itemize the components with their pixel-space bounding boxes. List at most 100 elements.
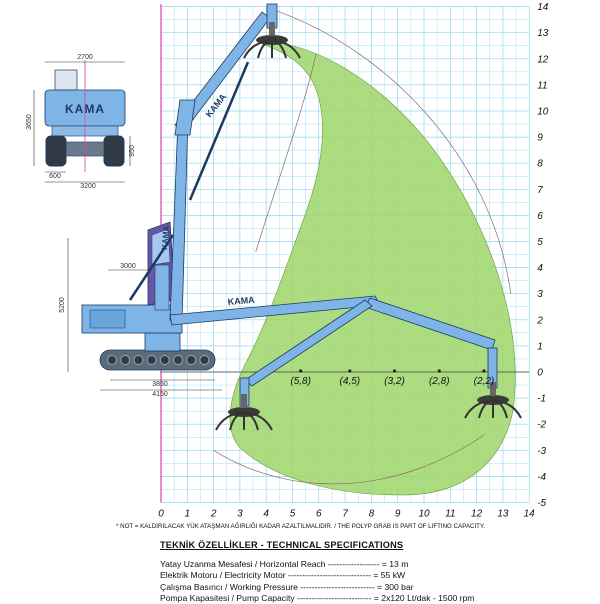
spec-row-pump-capacity: Pompa Kapasitesi / Pump Capacity -------… xyxy=(160,592,475,603)
x-tick-label: 10 xyxy=(418,509,430,520)
raised-polyp-grab xyxy=(243,22,301,59)
cabin-window xyxy=(151,228,171,266)
track-roller xyxy=(159,355,170,365)
capacity-label: (3,2) xyxy=(384,376,405,387)
tail-dimension-label: 3000 xyxy=(120,263,136,270)
y-tick-label: 11 xyxy=(537,80,547,91)
x-tick-label: 11 xyxy=(445,509,455,520)
working-envelope xyxy=(213,8,516,496)
main-boom-raised xyxy=(169,117,189,323)
raised-hydraulic-cylinder xyxy=(188,61,250,201)
track-roller xyxy=(173,355,183,365)
front-track-width-dimension-label: 600 xyxy=(49,173,61,180)
capacity-label: (5,8) xyxy=(290,376,311,387)
x-tick-label: 6 xyxy=(316,509,322,520)
x-tick-label: 0 xyxy=(158,509,164,520)
track-roller xyxy=(186,355,197,365)
capacity-point xyxy=(437,369,441,373)
slewing-base xyxy=(144,332,181,352)
boom-brand-label: KAMA xyxy=(227,295,255,307)
y-tick-label: 6 xyxy=(537,211,543,222)
x-tick-label: 13 xyxy=(497,509,509,520)
max-reach-arc xyxy=(271,8,512,294)
grab-shaft xyxy=(241,394,247,408)
cabin-riser xyxy=(154,264,170,311)
front-track-height-dimension-label: 950 xyxy=(129,145,136,157)
boom-knuckle xyxy=(174,99,196,136)
y-tick-label: 0 xyxy=(537,368,543,379)
y-tick-label: 14 xyxy=(537,2,549,13)
x-tick-label: 12 xyxy=(471,509,483,520)
grab-tine xyxy=(492,399,522,419)
y-tick-label: 9 xyxy=(537,133,543,144)
front-overall-width-dimension-label: 3200 xyxy=(80,183,96,190)
front-view-right-track xyxy=(103,135,125,167)
front-view-brand: KAMA xyxy=(65,102,105,116)
grab-tine xyxy=(257,39,273,59)
spec-row-horizontal-reach: Yatay Uzanma Mesafesi / Horizontal Reach… xyxy=(160,559,409,570)
y-tick-label: 7 xyxy=(537,185,543,196)
min-reach-arc xyxy=(255,53,317,253)
track-undercarriage xyxy=(99,349,216,371)
y-tick-label: 8 xyxy=(537,159,543,170)
x-tick-label: 8 xyxy=(369,509,375,520)
grab-shaft xyxy=(490,382,496,396)
front-view-drawing: KAMA 2700 3650 950 600 3200 xyxy=(26,54,136,190)
track-roller xyxy=(146,355,157,365)
technical-specifications: TEKNİK ÖZELLİKLER - TECHNICAL SPECIFICAT… xyxy=(160,540,590,604)
x-tick-label: 14 xyxy=(524,509,536,520)
boom-brand-label-vertical: KAMA xyxy=(160,225,171,250)
capacity-point xyxy=(482,369,486,373)
y-tick-label: -5 xyxy=(537,498,546,509)
engine-housing xyxy=(89,309,126,329)
capacity-label: (4,5) xyxy=(340,376,361,387)
spec-row-electricity-motor: Elektrik Motoru / Electricity Motor ----… xyxy=(160,570,406,581)
front-width-dimension-label: 2700 xyxy=(77,54,93,61)
y-tick-label: 2 xyxy=(536,315,543,326)
height-dimension-label: 5200 xyxy=(59,297,66,313)
y-tick-label: 1 xyxy=(537,341,543,352)
spec-row-working-pressure: Çalışma Basıncı / Working Pressure -----… xyxy=(160,581,414,592)
y-tick-label: 5 xyxy=(537,237,543,248)
grab-tine xyxy=(243,411,273,431)
front-height-dimension-label: 3650 xyxy=(26,114,33,130)
y-tick-label: 10 xyxy=(537,107,549,118)
track-roller xyxy=(107,355,117,365)
y-tick-label: -2 xyxy=(537,420,546,431)
lower-reach-arc xyxy=(213,434,485,485)
track-roller xyxy=(120,355,131,365)
y-tick-label: 13 xyxy=(537,28,549,39)
x-tick-label: 7 xyxy=(342,509,348,520)
grab-shaft xyxy=(269,22,275,36)
y-tick-label: 4 xyxy=(537,263,543,274)
capacity-labels: (5,8) (4,5) (3,2) (2,8) (2,2) xyxy=(290,369,494,387)
grab-tine xyxy=(478,399,494,419)
capacity-label: (2,2) xyxy=(474,376,495,387)
y-tick-label: 3 xyxy=(537,289,543,300)
y-tick-label: -1 xyxy=(537,394,546,405)
capacity-point xyxy=(348,369,352,373)
boom-lift-cylinder xyxy=(128,234,175,301)
capacity-label: (2,8) xyxy=(429,376,450,387)
extended-polyp-grab xyxy=(464,382,522,419)
capacity-point xyxy=(299,369,303,373)
x-tick-label: 9 xyxy=(395,509,401,520)
track-roller xyxy=(199,355,210,365)
x-tick-label: 3 xyxy=(237,509,243,520)
material-handler-machine: KAMA KAMA KAMA 5200 3000 3850 4150 xyxy=(59,3,522,431)
stick-lowered xyxy=(244,299,373,387)
x-tick-label: 4 xyxy=(263,509,269,520)
track-length-dimension-label: 3850 xyxy=(152,381,168,388)
lifting-note: * NOT = KALDIRILACAK YÜK ATAŞMAN AĞIRLIĞ… xyxy=(116,523,485,530)
x-tick-label: 1 xyxy=(185,509,191,520)
x-tick-label: 2 xyxy=(210,509,217,520)
specs-title: TEKNİK ÖZELLİKLER - TECHNICAL SPECIFICAT… xyxy=(160,540,404,550)
grab-tine xyxy=(271,39,301,59)
y-tick-label: -4 xyxy=(537,472,546,483)
front-view-left-track xyxy=(45,135,67,167)
reach-envelope-area xyxy=(229,42,516,496)
front-view-cylinder-top xyxy=(54,69,78,91)
overall-length-dimension-label: 4150 xyxy=(152,391,168,398)
